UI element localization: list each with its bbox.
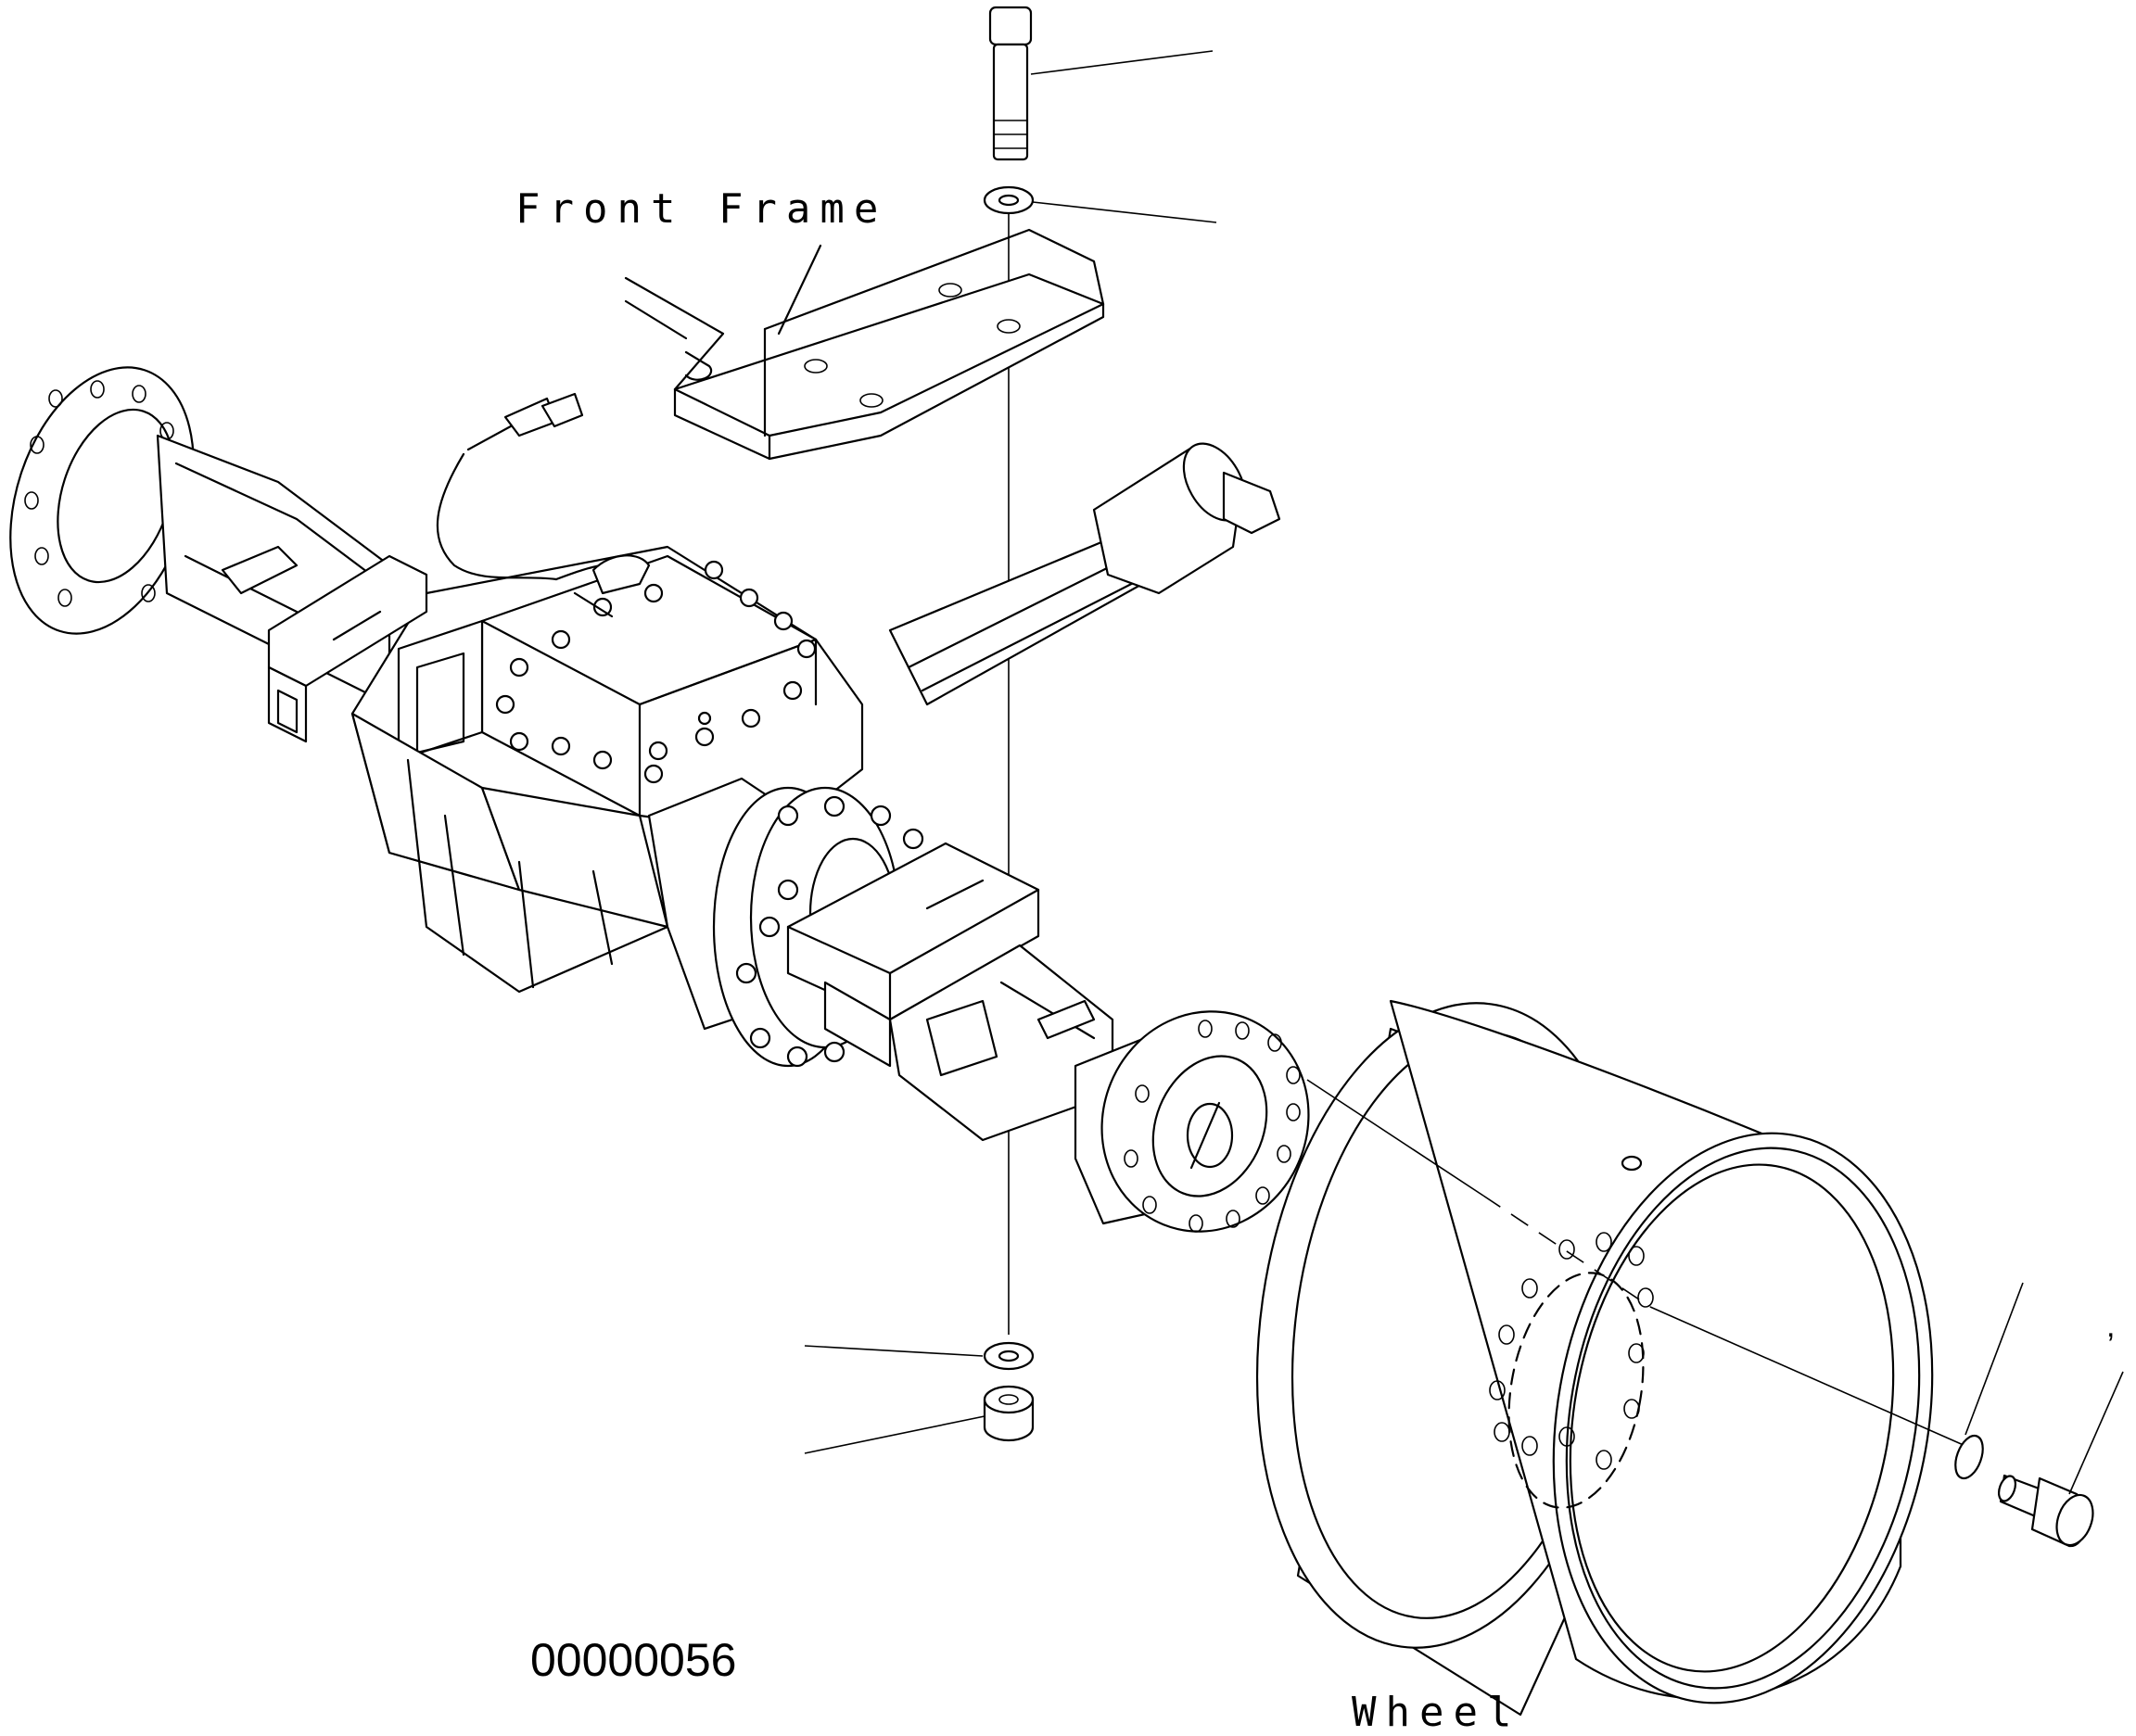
cover-bolts	[495, 560, 817, 784]
wiring-harness	[436, 392, 651, 618]
bottom-nut	[983, 1385, 1035, 1442]
wheel-rim	[1255, 999, 1934, 1717]
wheel-bolt	[1997, 1474, 2094, 1548]
front-frame-label: Front Frame	[515, 185, 888, 233]
wheel-label: Wheel	[1352, 1689, 1521, 1736]
wheel-washer	[1954, 1434, 1984, 1480]
top-washer	[983, 185, 1035, 215]
leader-lines	[804, 50, 2124, 1495]
input-shaft-tube	[888, 442, 1281, 706]
left-hub-flange	[9, 366, 195, 635]
wheel-axis-line	[1306, 1079, 1966, 1447]
front-frame-plate	[624, 228, 1105, 461]
mounting-bracket-right	[786, 842, 1040, 1068]
drawing-number: 00000056	[530, 1634, 737, 1686]
top-mounting-bolt	[988, 6, 1033, 161]
right-axle-housing	[888, 944, 1114, 1142]
right-hub-flange	[1074, 1010, 1310, 1233]
mounting-bracket-left	[267, 554, 428, 743]
bottom-washer	[983, 1341, 1035, 1371]
corner-mark: ,	[2106, 1309, 2116, 1344]
